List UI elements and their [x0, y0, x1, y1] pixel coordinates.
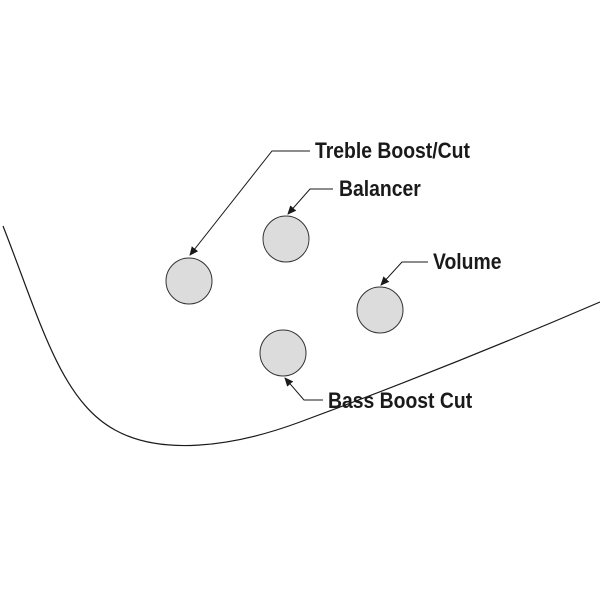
bass-leader-arrow	[284, 377, 323, 401]
balancer-leader-arrow	[287, 188, 333, 215]
bass-knob[interactable]	[259, 329, 307, 377]
treble-knob[interactable]	[165, 257, 213, 305]
bass-boost-cut-label: Bass Boost Cut	[328, 388, 473, 413]
treble-leader-arrow	[189, 150, 310, 256]
treble-boost-cut-label: Treble Boost/Cut	[315, 138, 470, 163]
body-outline-curve	[2, 225, 600, 447]
volume-knob[interactable]	[356, 286, 404, 334]
balancer-knob[interactable]	[262, 215, 310, 263]
balancer-label: Balancer	[339, 176, 421, 201]
volume-leader-arrow	[380, 261, 428, 286]
volume-label: Volume	[433, 249, 502, 274]
